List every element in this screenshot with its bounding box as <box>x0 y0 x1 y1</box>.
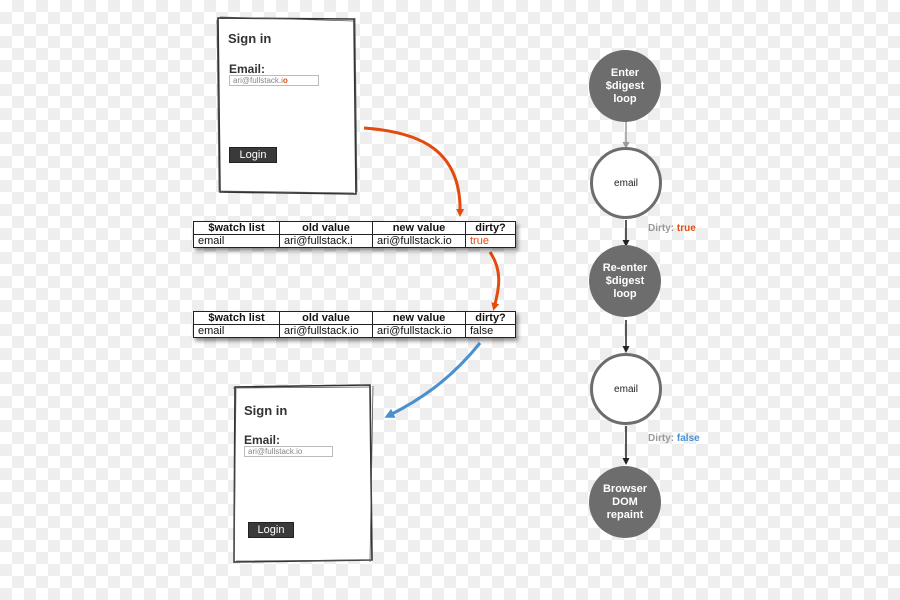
cell-watch: email <box>193 324 280 338</box>
cell-new-value: ari@fullstack.io <box>372 324 466 338</box>
cell-dirty: false <box>465 324 516 338</box>
node-email-1: email <box>590 147 662 219</box>
signin-card-top: Sign in Email: ari@fullstack.io Login <box>216 16 358 196</box>
sketch-frame <box>232 384 374 564</box>
header-watch-list: $watch list <box>193 311 280 325</box>
email-label: Email: <box>244 433 281 447</box>
header-watch-list: $watch list <box>193 221 280 235</box>
watch-table-2: $watch list old value new value dirty? e… <box>193 311 516 338</box>
node-email-2: email <box>590 353 662 425</box>
email-field-cursor: o <box>282 76 288 85</box>
email-field-value: ari@fullstack.io <box>248 447 303 456</box>
cell-watch: email <box>193 234 280 248</box>
email-field[interactable]: ari@fullstack.io <box>244 446 333 457</box>
signin-title: Sign in <box>228 31 272 46</box>
node-browser-dom-repaint: Browser DOM repaint <box>589 466 661 538</box>
email-field-value: ari@fullstack.i <box>233 76 283 85</box>
header-new-value: new value <box>372 221 466 235</box>
node-reenter-digest: Re-enter $digest loop <box>589 245 661 317</box>
header-new-value: new value <box>372 311 466 325</box>
cell-new-value: ari@fullstack.io <box>372 234 466 248</box>
cell-dirty: true <box>465 234 516 248</box>
node-enter-digest: Enter $digest loop <box>589 50 661 122</box>
table-row: email ari@fullstack.io ari@fullstack.io … <box>193 324 516 338</box>
dirty-label-true: Dirty: true <box>648 223 696 234</box>
table-row: email ari@fullstack.i ari@fullstack.io t… <box>193 234 516 248</box>
login-button[interactable]: Login <box>229 147 277 163</box>
cell-old-value: ari@fullstack.io <box>279 324 373 338</box>
header-dirty: dirty? <box>465 221 516 235</box>
header-dirty: dirty? <box>465 311 516 325</box>
cell-old-value: ari@fullstack.i <box>279 234 373 248</box>
arrow-table2-to-card <box>384 342 482 418</box>
email-label: Email: <box>229 62 266 76</box>
table-header-row: $watch list old value new value dirty? <box>193 221 516 235</box>
signin-title: Sign in <box>244 403 288 418</box>
watch-table-1: $watch list old value new value dirty? e… <box>193 221 516 248</box>
arrow-table1-to-table2 <box>488 251 501 311</box>
table-header-row: $watch list old value new value dirty? <box>193 311 516 325</box>
signin-card-bottom: Sign in Email: ari@fullstack.io Login <box>232 384 374 564</box>
header-old-value: old value <box>279 221 373 235</box>
email-field[interactable]: ari@fullstack.io <box>229 75 319 86</box>
header-old-value: old value <box>279 311 373 325</box>
arrow-card-to-table1 <box>363 126 465 217</box>
login-button[interactable]: Login <box>248 522 294 538</box>
dirty-label-false: Dirty: false <box>648 433 700 444</box>
